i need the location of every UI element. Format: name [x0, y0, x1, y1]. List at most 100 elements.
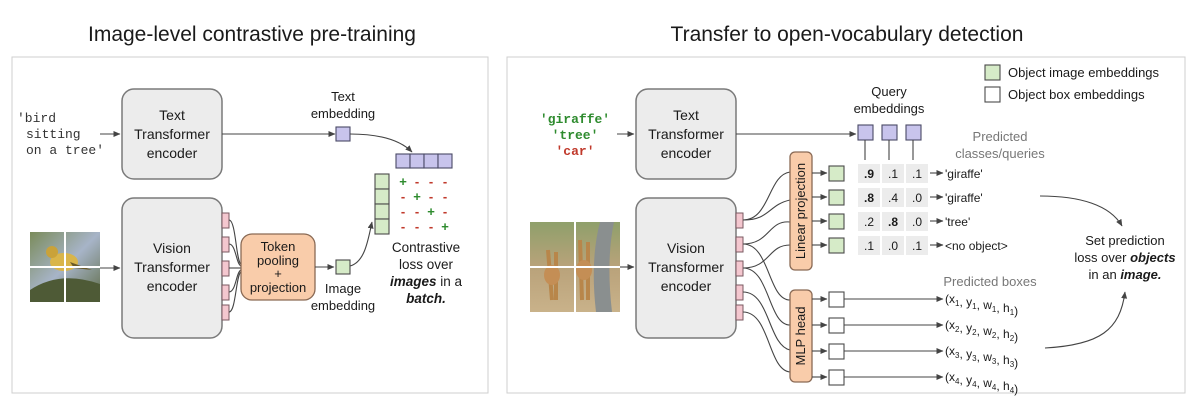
- encoder-label: Vision: [153, 240, 191, 256]
- query-text: 'tree': [552, 128, 599, 143]
- encoder-label: encoder: [147, 278, 198, 294]
- score-cell: [858, 188, 880, 207]
- predicted-class-label: <no object>: [945, 239, 1008, 253]
- score-cell: [858, 212, 880, 231]
- box-rows: (x1, y1, w1, h1)(x2, y2, w2, h2)(x3, y3,…: [812, 291, 1018, 396]
- predicted-boxes-label: Predicted boxes: [943, 274, 1037, 289]
- query-text: 'car': [555, 144, 594, 159]
- text-embedding-square: [335, 126, 351, 142]
- encoder-label: Vision: [667, 240, 705, 256]
- object-image-embedding: [828, 213, 845, 230]
- set-prediction-loss-text: Set prediction loss over objects in an i…: [1074, 233, 1175, 282]
- left-input-text: 'bird sitting on a tree': [17, 111, 104, 158]
- arrow-classes-to-loss: [1039, 195, 1123, 227]
- score-cell: [882, 164, 904, 183]
- token-pooling-label: +: [274, 266, 282, 281]
- legend: Object image embeddings Object box embed…: [984, 64, 1160, 103]
- score-value: .8: [864, 191, 874, 205]
- bird-image: [30, 232, 100, 302]
- linear-projection-box: [789, 151, 813, 271]
- matrix-sign: -: [415, 174, 419, 189]
- object-image-embedding: [828, 237, 845, 254]
- score-rows: .9.1.1'giraffe'.8.4.0'giraffe'.2.8.0'tre…: [812, 164, 1008, 255]
- score-cell: [906, 188, 928, 207]
- set-loss-line: loss over objects: [1074, 250, 1175, 265]
- score-cell: [882, 212, 904, 231]
- object-box-embedding: [828, 369, 845, 386]
- matrix-sign: -: [443, 174, 447, 189]
- score-cell: [882, 236, 904, 255]
- token-connectors: [228, 219, 242, 313]
- predicted-box-coords: (x3, y3, w3, h3): [945, 344, 1018, 370]
- score-cell: [906, 236, 928, 255]
- matrix-sign: -: [415, 219, 419, 234]
- predicted-box-coords: (x4, y4, w4, h4): [945, 370, 1018, 396]
- token-pooling-label: projection: [250, 280, 306, 295]
- text-embedding-label: embedding: [311, 106, 375, 121]
- query-text: 'giraffe': [540, 112, 610, 127]
- token-pooling-label: Token: [261, 239, 296, 254]
- legend-swatch-white: [984, 86, 1001, 103]
- giraffe-image: [530, 222, 620, 312]
- predicted-classes-label: Predicted: [973, 129, 1028, 144]
- mlp-head-box: [789, 289, 813, 383]
- score-value: .0: [888, 239, 898, 253]
- matrix-sign: -: [415, 204, 419, 219]
- loss-line: loss over: [399, 257, 454, 272]
- linear-projection-label: Linear projection: [793, 163, 808, 259]
- encoder-label: Text: [159, 107, 185, 123]
- image-embedding-square: [335, 259, 351, 275]
- predicted-classes-label: classes/queries: [955, 146, 1045, 161]
- left-panel-frame: [11, 56, 489, 394]
- score-cell: [882, 188, 904, 207]
- legend-swatch-green: [984, 64, 1001, 81]
- arrow-text-embedding-to-matrix: [349, 133, 413, 153]
- object-image-embedding: [828, 165, 845, 182]
- score-cell: [858, 236, 880, 255]
- encoder-label: encoder: [661, 145, 712, 161]
- text-embedding-label: Text: [331, 89, 355, 104]
- set-loss-line: Set prediction: [1085, 233, 1165, 248]
- matrix-sign: -: [443, 189, 447, 204]
- encoder-label: encoder: [661, 278, 712, 294]
- input-text-line: sitting: [26, 127, 81, 142]
- score-value: .1: [864, 239, 874, 253]
- matrix-sign: +: [427, 204, 435, 219]
- score-cell: [858, 164, 880, 183]
- matrix-sign: -: [429, 219, 433, 234]
- predicted-class-label: 'giraffe': [945, 191, 983, 205]
- matrix-sign: +: [413, 189, 421, 204]
- matrix-text-row: [395, 153, 453, 169]
- token-to-head-lines: [742, 171, 791, 373]
- matrix-sign: -: [429, 174, 433, 189]
- score-value: .1: [912, 167, 922, 181]
- encoder-label: Text: [673, 107, 699, 123]
- matrix-sign-grid: +----+----+----+: [399, 174, 449, 234]
- matrix-sign: +: [441, 219, 449, 234]
- score-value: .0: [912, 215, 922, 229]
- contrastive-loss-text: Contrastive loss over images in a batch.: [390, 240, 463, 306]
- left-panel-title: Image-level contrastive pre-training: [88, 23, 416, 46]
- contrastive-matrix: +----+----+----+: [374, 153, 453, 235]
- score-cell: [906, 164, 928, 183]
- matrix-sign: -: [429, 189, 433, 204]
- encoder-label: Transformer: [134, 259, 210, 275]
- right-panel-title: Transfer to open-vocabulary detection: [671, 23, 1024, 46]
- set-loss-line: in an image.: [1089, 267, 1162, 282]
- query-embedding-squares: [857, 124, 922, 141]
- predicted-box-coords: (x1, y1, w1, h1): [945, 292, 1018, 318]
- mlp-head-label: MLP head: [793, 306, 808, 365]
- query-embeddings-label: embeddings: [854, 101, 925, 116]
- score-value: .1: [912, 239, 922, 253]
- input-text-line: on a tree': [26, 143, 104, 158]
- predicted-box-coords: (x2, y2, w2, h2): [945, 318, 1018, 344]
- score-value: .8: [888, 215, 898, 229]
- object-image-embedding: [828, 189, 845, 206]
- object-box-embedding: [828, 343, 845, 360]
- matrix-sign: -: [401, 189, 405, 204]
- image-embedding-label: embedding: [311, 298, 375, 313]
- encoder-label: Transformer: [648, 126, 724, 142]
- score-value: .1: [888, 167, 898, 181]
- arrow-boxes-to-loss: [1044, 291, 1128, 349]
